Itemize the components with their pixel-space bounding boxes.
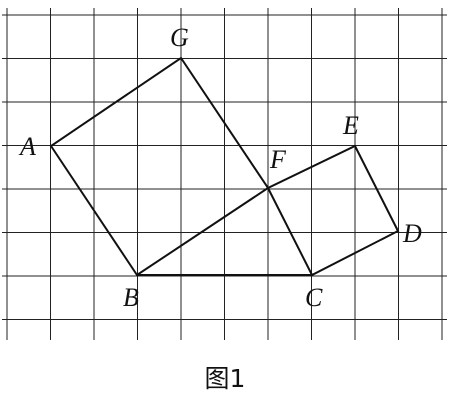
label-a: A — [18, 132, 36, 161]
figure-edges — [49, 56, 400, 277]
figure-caption: 图1 — [205, 364, 246, 393]
square-abfg — [49, 56, 270, 277]
square-fcde — [266, 144, 400, 277]
label-g: G — [170, 23, 189, 52]
label-c: C — [305, 283, 323, 312]
point-labels: A B C D E F G — [18, 23, 422, 312]
label-b: B — [123, 283, 139, 312]
label-d: D — [402, 219, 422, 248]
label-f: F — [269, 145, 287, 174]
label-e: E — [342, 111, 359, 140]
